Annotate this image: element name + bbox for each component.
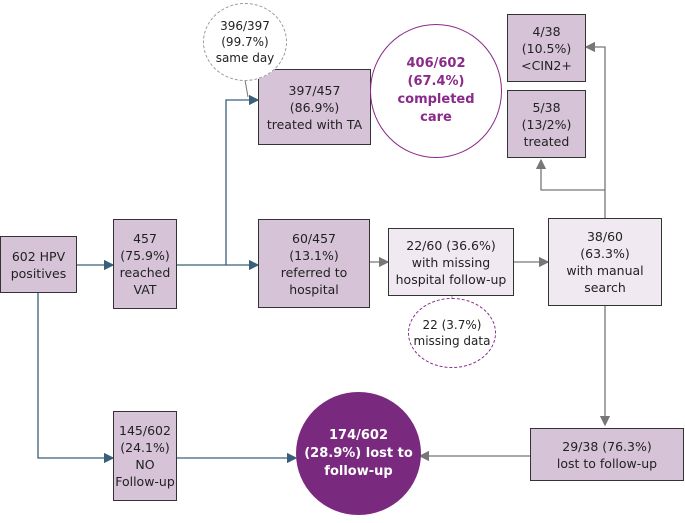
arrow-sameday-to-treated xyxy=(244,79,249,98)
referred-hospital-box: 60/457 (13.1%) referred to hospital xyxy=(258,219,370,308)
lost-29-38-box: 29/38 (76.3%) lost to follow-up xyxy=(530,428,684,481)
no-followup-box: 145/602 (24.1%) NO Follow-up xyxy=(113,411,177,501)
reached-vat-box: 457 (75.9%) reached VAT xyxy=(113,219,177,309)
missing-hospital-followup-label: 22/60 (36.6%) with missing hospital foll… xyxy=(395,237,507,287)
hpv-positives-box: 602 HPV positives xyxy=(0,236,77,293)
arrow-manual-to-cin2 xyxy=(584,41,606,218)
completed-care-circle: 406/602 (67.4%) completed care xyxy=(370,24,502,158)
referred-hospital-label: 60/457 (13.1%) referred to hospital xyxy=(280,230,348,297)
cin2-box: 4/38 (10.5%) <CIN2+ xyxy=(507,14,586,82)
reached-vat-label: 457 (75.9%) reached VAT xyxy=(119,231,171,297)
manual-search-box: 38/60 (63.3%) with manual search xyxy=(548,218,662,306)
same-day-label: 396/397 (99.7%) same day xyxy=(215,19,275,65)
manual-search-label: 38/60 (63.3%) with manual search xyxy=(566,229,644,295)
missing-data-circle: 22 (3.7%) missing data xyxy=(408,298,496,368)
arrow-manual-to-treated xyxy=(535,158,605,191)
lost-total-circle: 174/602 (28.9%) lost to follow-up xyxy=(296,392,421,515)
same-day-circle: 396/397 (99.7%) same day xyxy=(203,3,287,81)
treated-ta-label: 397/457 (86.9%) treated with TA xyxy=(266,82,363,132)
arrow-vat-to-treated xyxy=(225,94,260,265)
treated-5-38-box: 5/38 (13/2%) treated xyxy=(507,90,586,158)
treated-5-38-label: 5/38 (13/2%) treated xyxy=(521,99,572,149)
treated-ta-box: 397/457 (86.9%) treated with TA xyxy=(258,69,371,145)
lost-29-38-label: 29/38 (76.3%) lost to follow-up xyxy=(556,438,658,471)
cin2-label: 4/38 (10.5%) <CIN2+ xyxy=(521,23,572,73)
lost-total-label: 174/602 (28.9%) lost to follow-up xyxy=(304,427,413,479)
arrow-hpv-to-nofollowup xyxy=(37,293,115,464)
no-followup-label: 145/602 (24.1%) NO Follow-up xyxy=(115,423,175,489)
missing-data-label: 22 (3.7%) missing data xyxy=(413,318,491,348)
completed-care-label: 406/602 (67.4%) completed care xyxy=(397,56,475,125)
missing-hospital-followup-box: 22/60 (36.6%) with missing hospital foll… xyxy=(388,228,514,296)
hpv-positives-label: 602 HPV positives xyxy=(10,248,67,281)
